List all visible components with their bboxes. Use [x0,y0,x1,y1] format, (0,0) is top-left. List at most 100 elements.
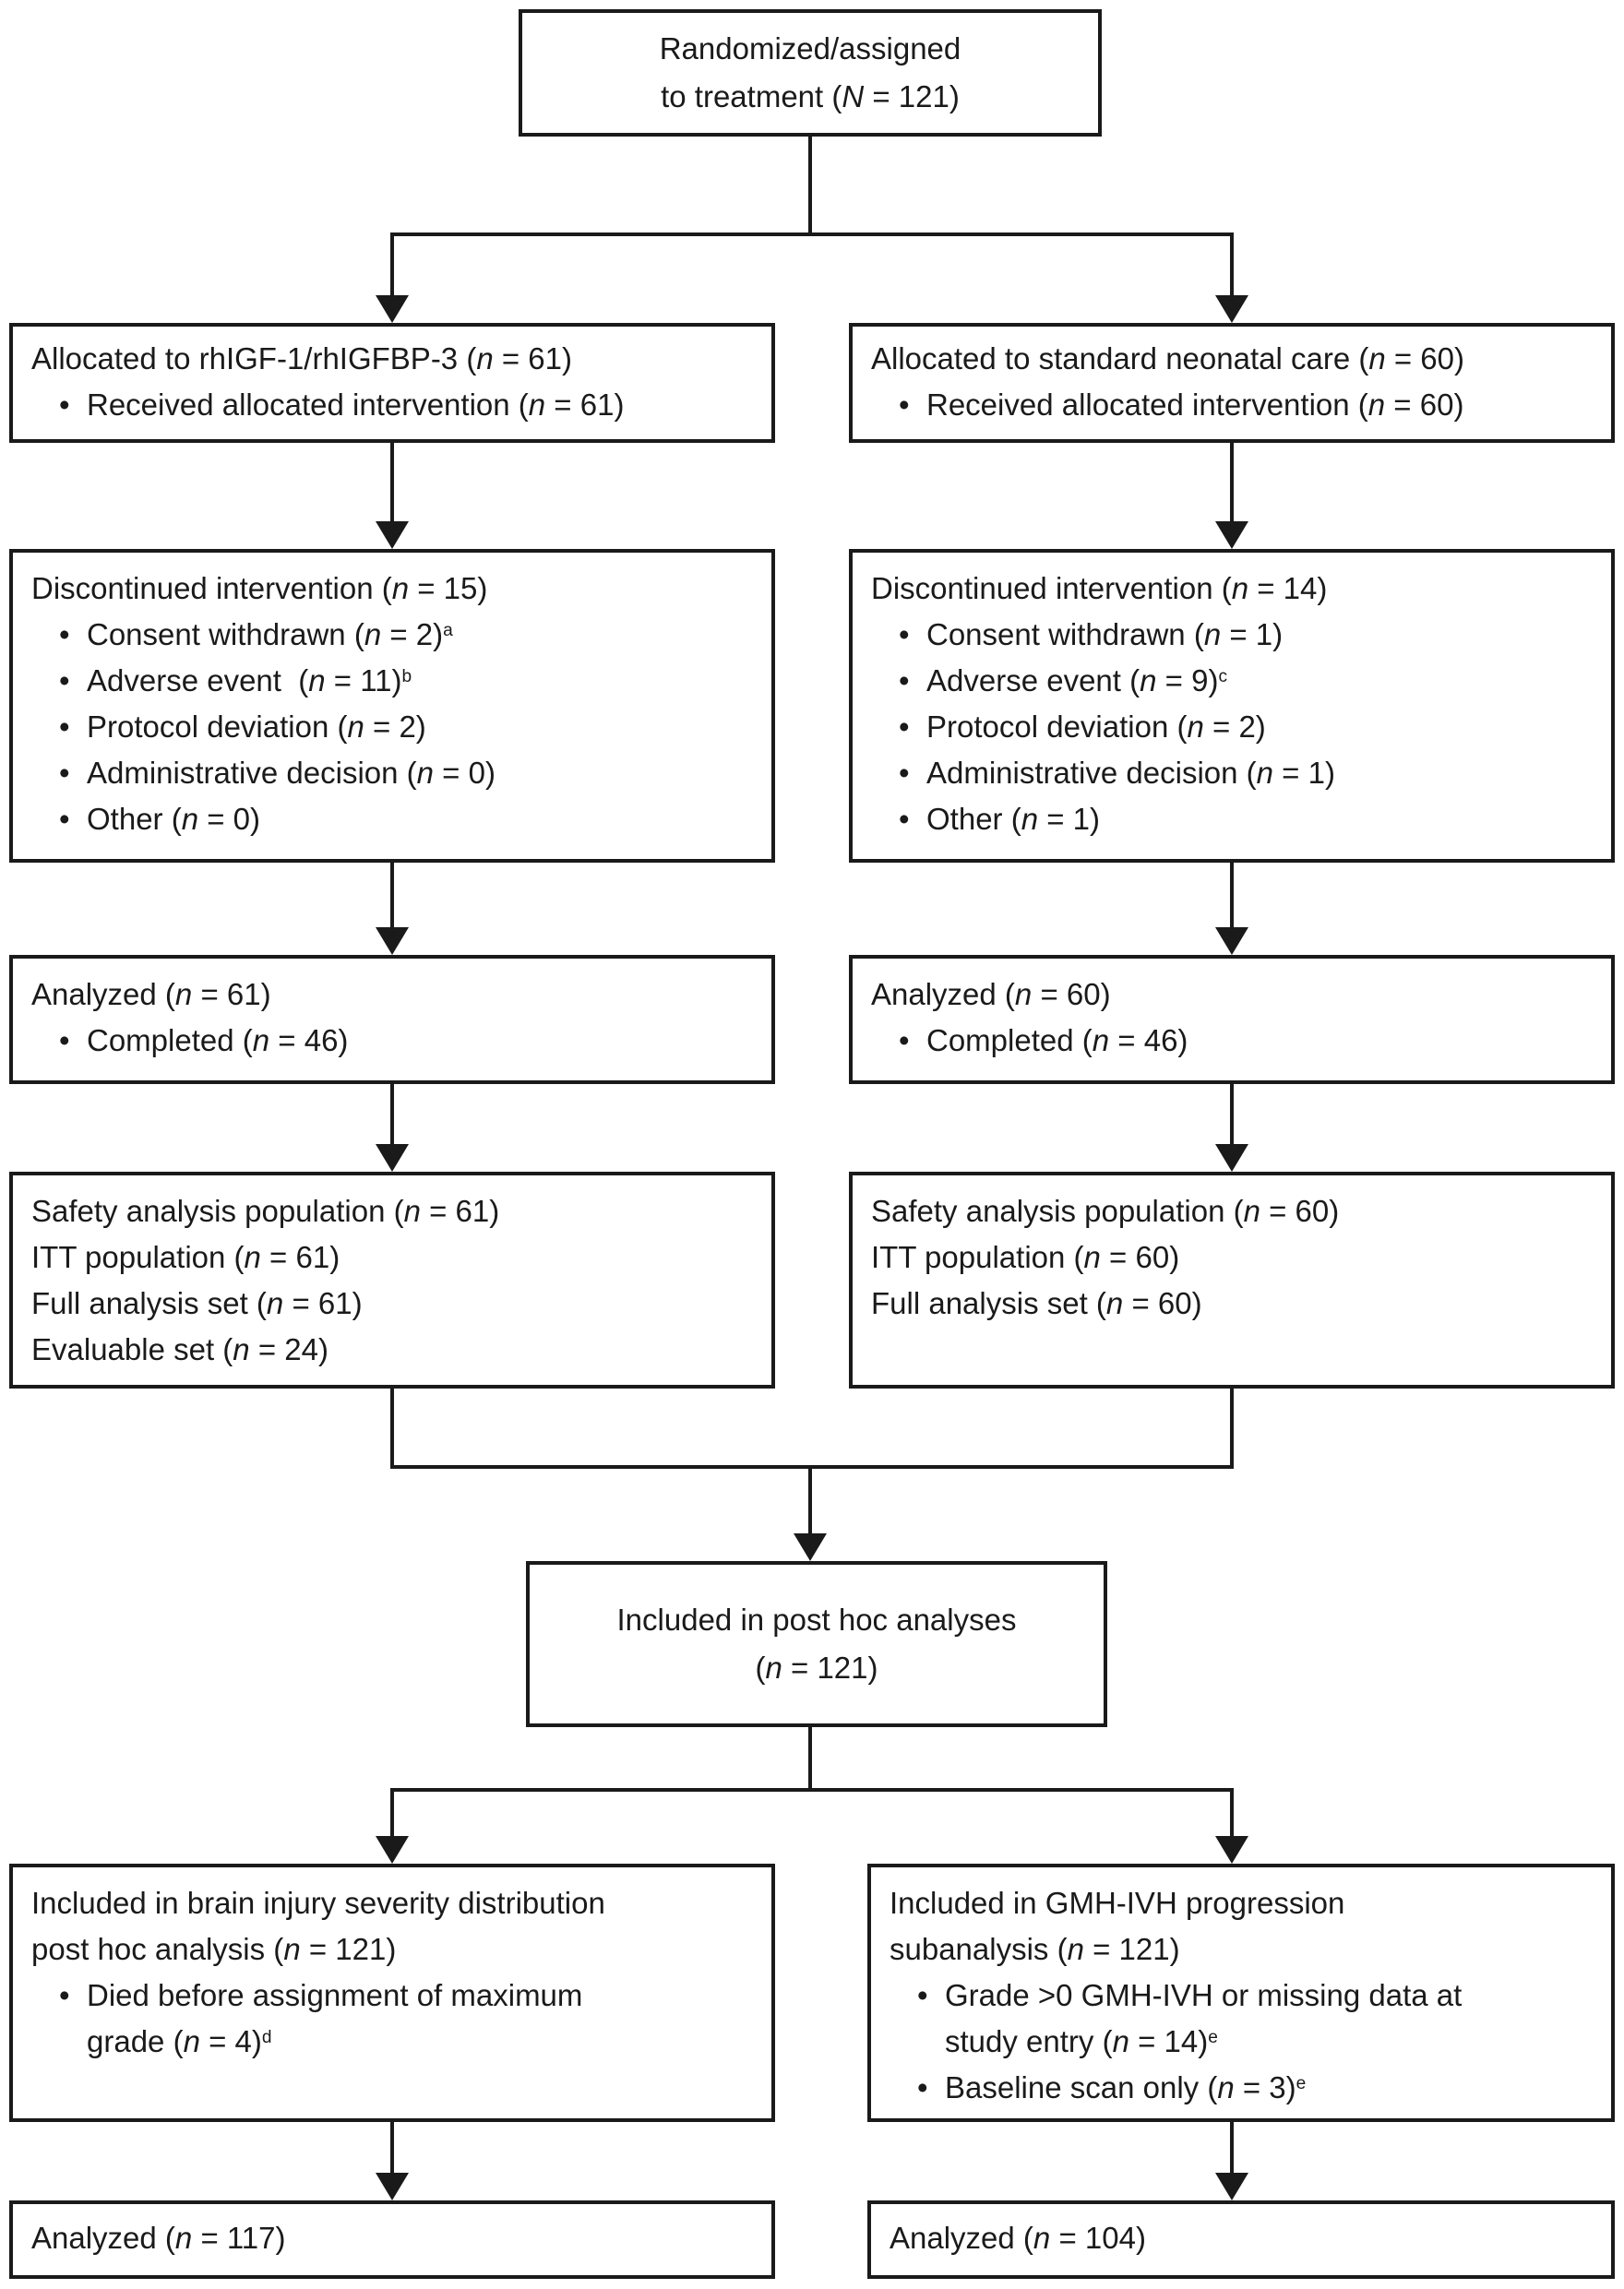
bullet-marker: • [59,1023,70,1057]
arrowhead-discontinued-standard [1215,521,1248,549]
arrowhead-populations-standard [1215,1144,1248,1172]
text-line: ITT population (n = 60) [871,1240,1180,1274]
bullet-line: •Adverse event (n = 9)c [853,658,1611,704]
text-line: Safety analysis population (n = 61) [31,1194,500,1228]
bullet-marker: • [899,1023,910,1057]
arrowhead-discontinued-igf [376,521,409,549]
text-line: Full analysis set (n = 61) [31,1286,363,1320]
text-line: Discontinued intervention (n = 15) [31,571,488,605]
bullet-line: •Consent withdrawn (n = 2)a [13,612,771,658]
bullet-marker: • [899,617,910,651]
connector-bottom-branch [390,1788,1234,1792]
text-line: Safety analysis population (n = 60) [871,1194,1340,1228]
arrowhead-post-hoc [794,1533,827,1561]
box-post-hoc-analyses: Included in post hoc analyses(n = 121) [526,1561,1107,1727]
text-line: Randomized/assigned [659,31,961,66]
box-populations-igf: Safety analysis population (n = 61) ITT p… [9,1172,775,1389]
box-analyzed-standard-care: Analyzed (n = 60) •Completed (n = 46) [849,955,1615,1084]
arrowhead-gmh-ivh [1215,1836,1248,1864]
box-brain-injury-analysis: Included in brain injury severity distri… [9,1864,775,2122]
text-line: Included in brain injury severity distri… [31,1886,605,1920]
text-line: subanalysis (n = 121) [890,1932,1180,1966]
text-line: ITT population (n = 61) [31,1240,340,1274]
connector-posthoc-stem [808,1465,812,1535]
bullet-marker: • [59,802,70,836]
connector-left-drop-2 [390,443,394,523]
arrowhead-analyzed-gmh-ivh [1215,2173,1248,2200]
arrowhead-analyzed-brain-injury [376,2173,409,2200]
connector-right-merge [1230,1389,1234,1469]
bullet-line: •Other (n = 0) [13,796,771,842]
text-line: Evaluable set (n = 24) [31,1332,328,1366]
connector-right-drop-3 [1230,863,1234,929]
bullet-marker: • [899,387,910,422]
text-line: Allocated to standard neonatal care (n =… [871,341,1465,376]
bullet-marker: • [59,617,70,651]
text-line: Allocated to rhIGF-1/rhIGFBP-3 (n = 61) [31,341,572,376]
arrowhead-brain-injury [376,1836,409,1864]
bullet-line: •Adverse event (n = 11)b [13,658,771,704]
connector-posthoc-down [808,1727,812,1792]
bullet-line: •Protocol deviation (n = 2) [13,704,771,750]
bullet-line: •Died before assignment of maximum [13,1973,771,2019]
box-analyzed-igf: Analyzed (n = 61)•Completed (n = 46) [9,955,775,1084]
text-line: Analyzed (n = 60) [871,977,1111,1011]
text-line: Analyzed (n = 61) [31,977,271,1011]
connector-randomized-stem [808,137,812,236]
text-line: to treatment (N = 121) [661,79,960,113]
bullet-line: •Grade >0 GMH-IVH or missing data at [871,1973,1611,2019]
bullet-line: •Consent withdrawn (n = 1) [853,612,1611,658]
bullet-line: •Administrative decision (n = 0) [13,750,771,796]
connector-right-drop-5 [1230,1788,1234,1838]
bullet-marker: • [899,663,910,697]
box-discontinued-igf: Discontinued intervention (n = 15) •Conse… [9,549,775,863]
bullet-marker: • [899,802,910,836]
arrowhead-allocated-igf [376,295,409,323]
text-line: study entry (n = 14)e [945,2024,1218,2058]
box-discontinued-standard-care: Discontinued intervention (n = 14) •Conse… [849,549,1615,863]
connector-right-drop-6 [1230,2122,1234,2175]
box-gmh-ivh-subanalysis: Included in GMH-IVH progression subanalys… [867,1864,1615,2122]
connector-left-drop-4 [390,1084,394,1146]
bullet-marker: • [59,663,70,697]
connector-left-merge [390,1389,394,1469]
bullet-line: •Protocol deviation (n = 2) [853,704,1611,750]
bullet-line: •Other (n = 1) [853,796,1611,842]
bullet-marker: • [899,709,910,744]
bullet-marker: • [59,709,70,744]
box-analyzed-gmh-ivh: Analyzed (n = 104) [867,2200,1615,2279]
bullet-line: •Completed (n = 46) [853,1018,1611,1064]
bullet-marker: • [917,2070,928,2104]
box-allocated-igf: Allocated to rhIGF-1/rhIGFBP-3 (n = 61) •… [9,323,775,443]
text-line: post hoc analysis (n = 121) [31,1932,397,1966]
bullet-marker: • [899,756,910,790]
connector-left-drop-6 [390,2122,394,2175]
box-populations-standard-care: Safety analysis population (n = 60) ITT p… [849,1172,1615,1389]
text-line: Included in GMH-IVH progression [890,1886,1345,1920]
bullet-marker: • [917,1978,928,2012]
bullet-line: •Baseline scan only (n = 3)e [871,2065,1611,2111]
text-line: Full analysis set (n = 60) [871,1286,1202,1320]
connector-merge-bar [390,1465,1234,1469]
bullet-line: •Received allocated intervention (n = 60… [853,382,1611,428]
bullet-marker: • [59,756,70,790]
text-line: Analyzed (n = 104) [890,2221,1146,2255]
connector-left-drop-3 [390,863,394,929]
bullet-line: •Received allocated intervention (n = 61… [13,382,771,428]
connector-right-drop-1 [1230,232,1234,297]
arrowhead-allocated-standard [1215,295,1248,323]
bullet-marker: • [59,387,70,422]
connector-right-drop-2 [1230,443,1234,523]
connector-top-branch [390,232,1234,236]
connector-right-drop-4 [1230,1084,1234,1146]
text-line: Included in post hoc analyses [616,1603,1017,1637]
box-randomized-assigned: Randomized/assigned to treatment (N = 121… [519,9,1102,137]
text-line: Discontinued intervention (n = 14) [871,571,1328,605]
text-line: grade (n = 4)d [87,2024,272,2058]
box-allocated-standard-care: Allocated to standard neonatal care (n =… [849,323,1615,443]
connector-left-drop-5 [390,1788,394,1838]
connector-left-drop-1 [390,232,394,297]
arrowhead-analyzed-standard [1215,927,1248,955]
bullet-line: •Administrative decision (n = 1) [853,750,1611,796]
